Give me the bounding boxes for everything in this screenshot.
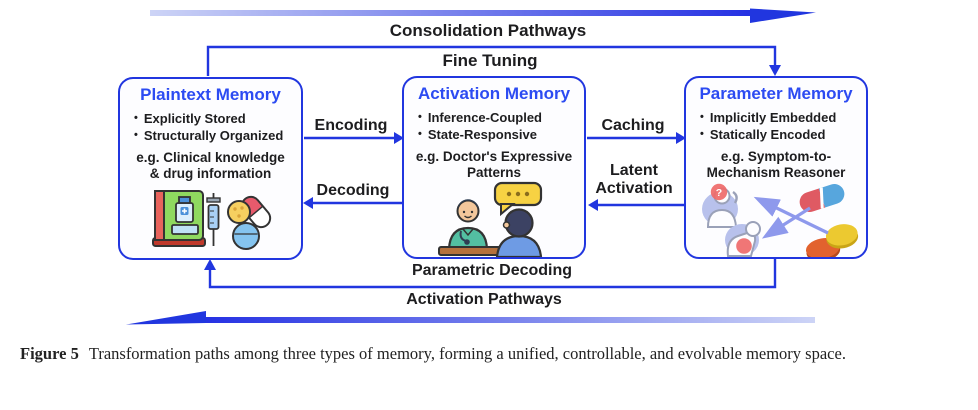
fine-tuning-label: Fine Tuning: [442, 51, 538, 70]
parameter-memory-bullets: Implicitly Embedded Statically Encoded: [700, 109, 866, 143]
activation-gradient-arrow-icon: [126, 311, 815, 325]
medical-book-syringe-pills-icon: [151, 190, 271, 250]
figure-caption-label: Figure 5: [20, 344, 79, 363]
plaintext-memory-title: Plaintext Memory: [140, 85, 281, 104]
bullet-text: Structurally Organized: [143, 128, 284, 143]
bullet-text: Implicitly Embedded: [709, 110, 837, 125]
decoding-label: Decoding: [316, 182, 390, 199]
bullet-text: Explicitly Stored: [143, 111, 246, 126]
encoding-label: Encoding: [314, 117, 388, 134]
latent-activation-arrow-icon: [588, 199, 684, 211]
example-line: Mechanism Reasoner: [706, 165, 846, 180]
parameter-memory-title: Parameter Memory: [699, 84, 853, 103]
doctor-patient-conversation-icon: [438, 181, 543, 257]
activation-memory-title: Activation Memory: [417, 84, 571, 103]
latent-activation-label: Latent Activation: [595, 162, 673, 197]
activation-memory-example: e.g. Doctor's Expressive Patterns: [404, 149, 584, 181]
figure-caption-text: Transformation paths among three types o…: [88, 344, 846, 363]
caching-label: Caching: [601, 117, 665, 134]
activation-memory-box: Activation Memory Inference-Coupled Stat…: [402, 76, 586, 259]
bullet-text: State-Responsive: [427, 127, 537, 142]
example-line: & drug information: [149, 166, 272, 181]
parametric-decoding-label: Parametric Decoding: [411, 262, 573, 279]
example-line: e.g. Doctor's Expressive: [415, 149, 573, 164]
activation-memory-bullets: Inference-Coupled State-Responsive: [418, 109, 584, 143]
svg-text:?: ?: [716, 187, 722, 199]
example-line: Patterns: [466, 165, 522, 180]
figure-caption: Figure 5 Transformation paths among three…: [20, 342, 958, 366]
parameter-memory-box: Parameter Memory Implicitly Embedded Sta…: [684, 76, 868, 259]
activation-pathways-label: Activation Pathways: [406, 291, 562, 308]
bullet-text: Inference-Coupled: [427, 110, 542, 125]
example-line: e.g. Symptom-to-: [720, 149, 832, 164]
symptom-mechanism-mapping-icon: ?: [702, 183, 859, 257]
plaintext-memory-bullets: Explicitly Stored Structurally Organized: [134, 110, 301, 144]
bullet-text: Statically Encoded: [709, 127, 826, 142]
plaintext-memory-box: Plaintext Memory Explicitly Stored Struc…: [118, 77, 303, 260]
example-line: e.g. Clinical knowledge: [136, 150, 285, 165]
consolidation-pathways-label: Consolidation Pathways: [389, 21, 587, 40]
plaintext-memory-example: e.g. Clinical knowledge & drug informati…: [120, 150, 301, 182]
parameter-memory-example: e.g. Symptom-to- Mechanism Reasoner: [686, 149, 866, 181]
